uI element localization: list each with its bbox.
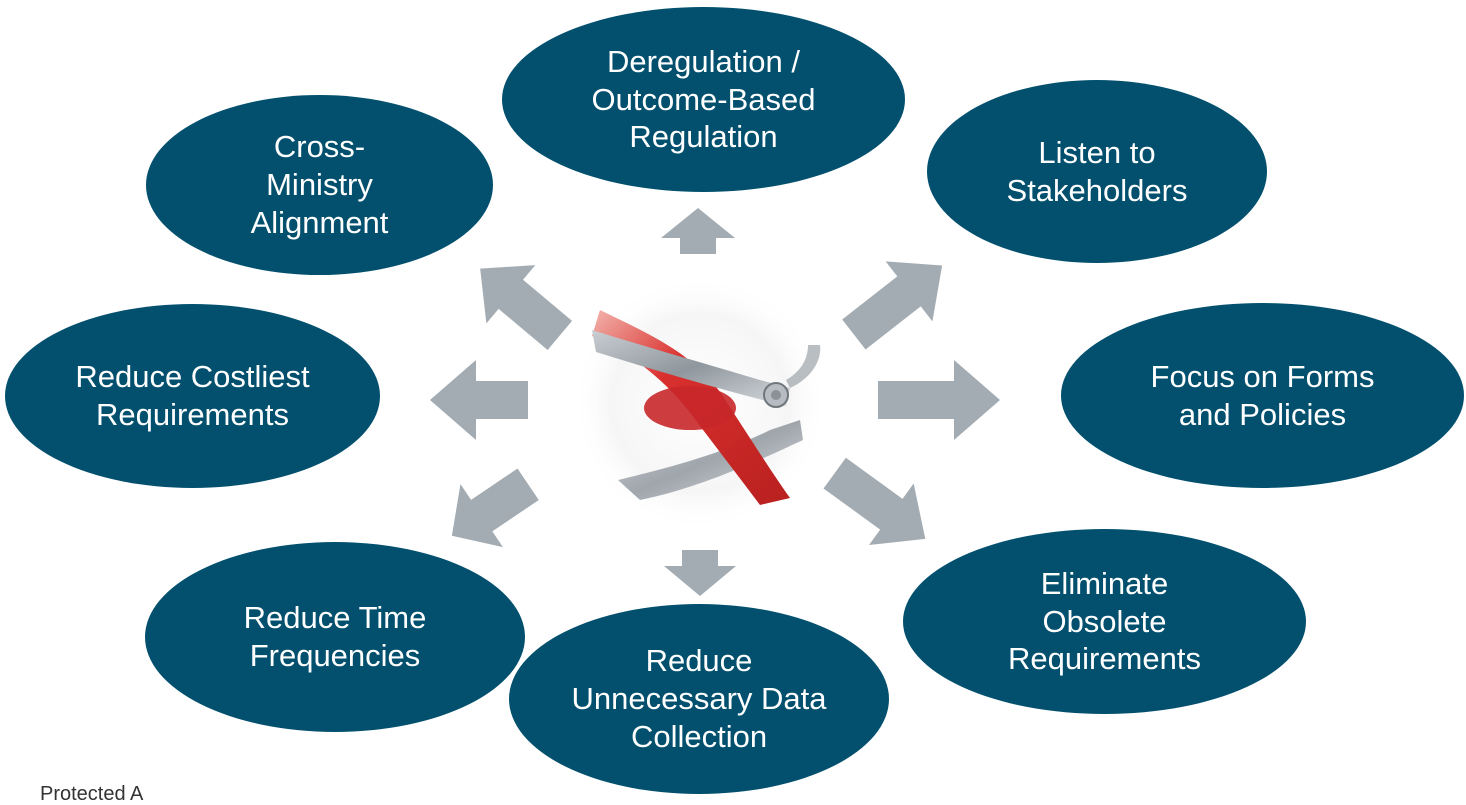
node-data-label: Reduce Unnecessary Data Collection [571,643,827,754]
node-listen-to-stakeholders[interactable]: Listen to Stakeholders [927,80,1267,263]
arrow-right [878,360,1000,440]
arrow-down-left [451,468,539,548]
arrow-up-left [480,265,573,350]
node-costliest-label: Reduce Costliest Requirements [75,359,310,432]
node-forms-label: Focus on Forms and Policies [1150,358,1375,432]
node-time-label: Reduce Time Frequencies [243,600,427,673]
red-tape-curl [644,386,736,430]
node-listen-label: Listen to Stakeholders [1006,134,1188,208]
scissor-blade-upper [592,330,790,406]
arrow-left [430,360,528,440]
node-cross-ministry-alignment[interactable]: Cross-Ministry Alignment [146,95,493,275]
footer-classification-text: Protected A [40,783,144,805]
node-cross-label: Cross-Ministry Alignment [250,129,389,240]
node-eliminate-obsolete[interactable]: Eliminate Obsolete Requirements [903,529,1306,714]
arrow-up-right [842,261,943,350]
node-deregulation-label: Deregulation / Outcome-Based Regulation [591,43,816,155]
node-reduce-data-collection[interactable]: Reduce Unnecessary Data Collection [509,604,889,794]
scissors-cutting-red-tape-icon [572,275,828,531]
node-obsolete-label: Eliminate Obsolete Requirements [1008,565,1201,677]
scissor-handle [786,345,821,388]
arrow-up [661,208,735,254]
arrow-down [664,550,736,596]
node-focus-forms-policies[interactable]: Focus on Forms and Policies [1061,303,1464,488]
scissor-blade-lower [618,420,803,500]
arrow-down-right [823,457,926,545]
node-reduce-time-frequencies[interactable]: Reduce Time Frequencies [145,542,525,732]
node-deregulation[interactable]: Deregulation / Outcome-Based Regulation [502,7,905,192]
node-reduce-costliest[interactable]: Reduce Costliest Requirements [5,304,380,488]
